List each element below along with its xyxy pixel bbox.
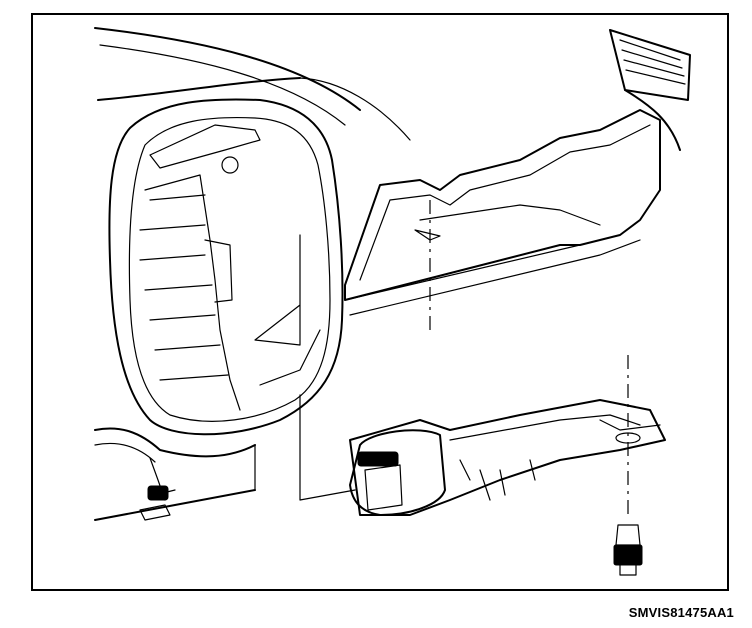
glove-box-opening (108, 98, 344, 436)
figure-reference-code: SMVIS81475AA1 (628, 605, 734, 620)
support-bracket-outline (299, 394, 356, 501)
lower-panel-ridge (344, 109, 661, 316)
bolt-fastener (613, 524, 643, 576)
left-lower-trim (94, 427, 256, 521)
frame-border (31, 13, 729, 591)
dash-top-contour (94, 27, 411, 141)
air-vent-outlet (609, 29, 691, 151)
air-duct-assembly (349, 399, 666, 516)
clip-fastener-left (139, 457, 176, 521)
